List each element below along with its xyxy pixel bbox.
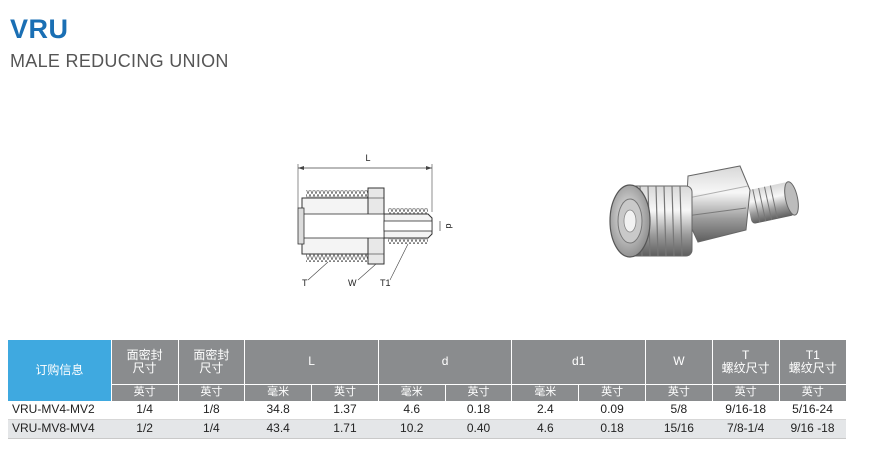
- d-header: d: [377, 340, 512, 384]
- table-cell: 1/8: [178, 400, 245, 420]
- table-row: VRU-MV8-MV4 1/2 1/4 43.4 1.71 10.2 0.40 …: [8, 419, 846, 439]
- unit-cell: 毫米: [244, 383, 312, 401]
- table-cell: 2.4: [511, 400, 579, 420]
- table-cell: 15/16: [645, 419, 713, 439]
- label-W: W: [348, 278, 357, 288]
- table-cell: 0.40: [445, 419, 512, 439]
- table-cell: 0.09: [578, 400, 646, 420]
- table-cell: 5/16-24: [779, 400, 846, 420]
- table-cell: 5/8: [645, 400, 713, 420]
- w-header: W: [644, 340, 713, 384]
- part-number: VRU-MV8-MV4: [8, 419, 112, 439]
- unit-cell: 英寸: [778, 383, 846, 401]
- table-cell: 1.71: [311, 419, 379, 439]
- unit-cell: 英寸: [711, 383, 780, 401]
- table-cell: 0.18: [445, 400, 512, 420]
- unit-cell: 英寸: [578, 383, 646, 401]
- units-row: 英寸 英寸 毫米 英寸 毫米 英寸 毫米 英寸 英寸 英寸 英寸: [8, 383, 846, 401]
- table-cell: 9/16 -18: [779, 419, 846, 439]
- face-seal-size-header-1: 面密封尺寸: [110, 340, 178, 384]
- unit-cell: 英寸: [311, 383, 379, 401]
- table-cell: 1.37: [311, 400, 379, 420]
- table-cell: 0.18: [578, 419, 646, 439]
- label-T: T: [302, 278, 308, 288]
- unit-cell: 毫米: [511, 383, 579, 401]
- part-number: VRU-MV4-MV2: [8, 400, 112, 420]
- dim-L-label: L: [365, 153, 370, 163]
- order-info-header: 订购信息: [8, 340, 112, 401]
- face-seal-size-header-2: 面密封尺寸: [177, 340, 245, 384]
- product-photo: [609, 165, 799, 258]
- technical-drawing: L d T W T1: [297, 153, 454, 288]
- unit-cell: 英寸: [177, 383, 245, 401]
- table-cell: 4.6: [511, 419, 579, 439]
- dim-d-label: d: [444, 223, 454, 228]
- table-cell: 1/4: [178, 419, 245, 439]
- unit-cell: 英寸: [444, 383, 512, 401]
- length-header: L: [244, 340, 379, 384]
- unit-cell: 毫米: [377, 383, 446, 401]
- product-subtitle: MALE REDUCING UNION: [10, 51, 229, 71]
- unit-cell: 英寸: [110, 383, 178, 401]
- table-cell: 9/16-18: [712, 400, 780, 420]
- table-cell: 1/4: [111, 400, 178, 420]
- table-cell: 34.8: [244, 400, 312, 420]
- d1-header: d1: [511, 340, 646, 384]
- table-cell: 43.4: [244, 419, 312, 439]
- table-cell: 10.2: [378, 419, 446, 439]
- table-row: VRU-MV4-MV2 1/4 1/8 34.8 1.37 4.6 0.18 2…: [8, 400, 846, 420]
- table-cell: 1/2: [111, 419, 178, 439]
- label-T1: T1: [380, 278, 391, 288]
- table-cell: 4.6: [378, 400, 446, 420]
- table-cell: 7/8-1/4: [712, 419, 780, 439]
- product-title: VRU: [10, 14, 69, 44]
- unit-cell: 英寸: [644, 383, 713, 401]
